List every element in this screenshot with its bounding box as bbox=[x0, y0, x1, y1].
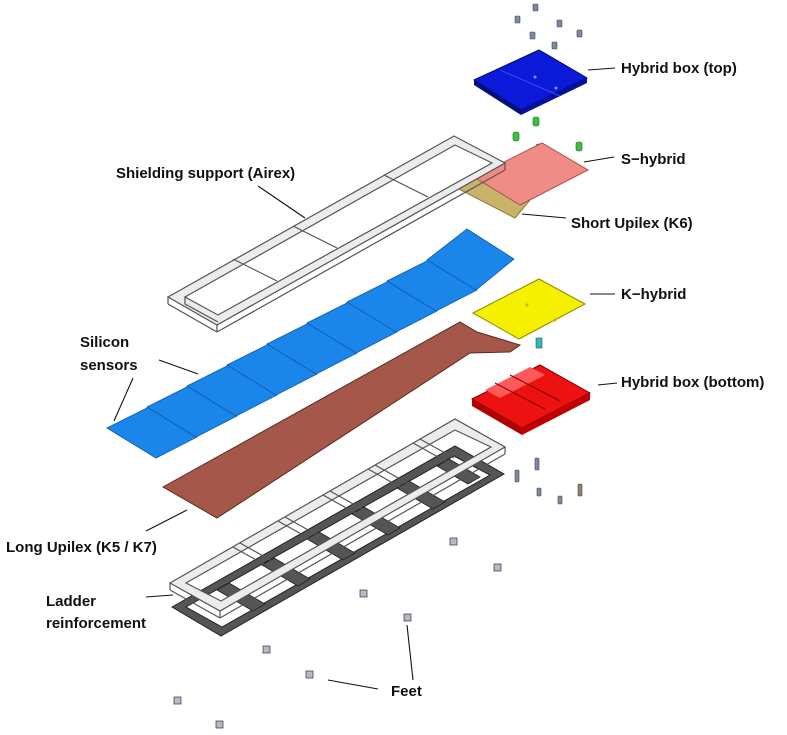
silicon-sensor bbox=[346, 280, 438, 333]
hybrid-box-top bbox=[472, 49, 589, 115]
feet bbox=[173, 537, 502, 729]
shielding-support-frame bbox=[166, 135, 507, 333]
leader-lines bbox=[113, 67, 618, 690]
s-hybrid bbox=[472, 142, 590, 206]
silicon-sensors bbox=[106, 228, 515, 459]
label-hybrid-box-bottom: Hybrid box (bottom) bbox=[621, 374, 765, 391]
label-ladder-line1: Ladder bbox=[46, 593, 97, 610]
ladder-reinforcement-light bbox=[168, 418, 507, 619]
label-silicon-line2: sensors bbox=[80, 357, 138, 374]
long-upilex-k5-k7 bbox=[161, 321, 522, 519]
foot bbox=[215, 720, 224, 729]
bottom-screws bbox=[514, 457, 583, 505]
label-silicon-line1: Silicon bbox=[80, 334, 130, 351]
label-short-upilex: Short Upilex (K6) bbox=[571, 215, 693, 232]
k-hybrid bbox=[471, 278, 587, 340]
silicon-sensor bbox=[106, 406, 198, 459]
label-ladder-line2: reinforcement bbox=[46, 615, 147, 632]
silicon-sensor bbox=[186, 364, 278, 417]
hybrid-box-top-plate bbox=[472, 49, 589, 111]
silicon-sensor bbox=[386, 259, 478, 312]
silicon-sensor bbox=[306, 301, 398, 354]
foot bbox=[173, 696, 182, 705]
silicon-sensor bbox=[266, 322, 358, 375]
label-k-hybrid: K−hybrid bbox=[621, 286, 687, 303]
silicon-sensor bbox=[226, 343, 318, 396]
top-screws bbox=[514, 3, 583, 50]
silicon-sensor bbox=[426, 228, 515, 291]
label-feet: Feet bbox=[391, 683, 422, 700]
label-s-hybrid: S−hybrid bbox=[621, 151, 686, 168]
foot bbox=[449, 537, 458, 546]
foot bbox=[359, 589, 368, 598]
connector bbox=[535, 337, 543, 349]
label-shielding-support: Shielding support (Airex) bbox=[116, 165, 296, 182]
label-hybrid-box-top: Hybrid box (top) bbox=[621, 60, 737, 77]
silicon-sensor bbox=[146, 385, 238, 438]
foot bbox=[403, 613, 412, 622]
foot bbox=[305, 670, 314, 679]
foot bbox=[493, 563, 502, 572]
label-long-upilex: Long Upilex (K5 / K7) bbox=[6, 539, 157, 556]
hybrid-box-bottom bbox=[470, 364, 592, 435]
foot bbox=[262, 645, 271, 654]
